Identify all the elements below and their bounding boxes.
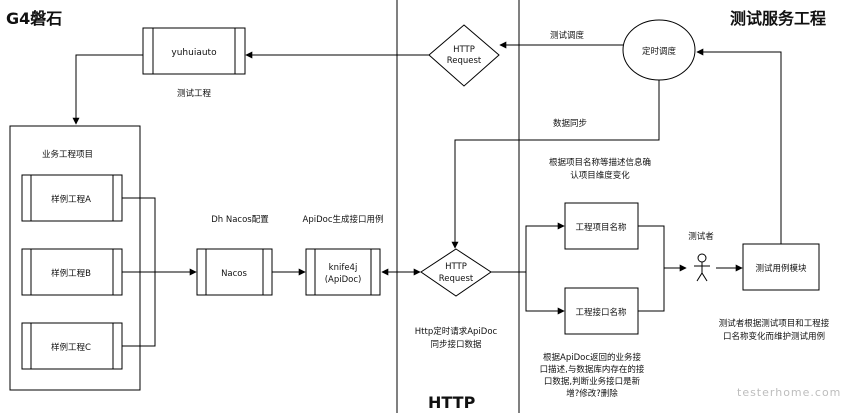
watermark: testerhome.com xyxy=(737,386,841,399)
connector-project-merge xyxy=(638,225,665,312)
connector-scheduler-http-mid xyxy=(451,80,660,249)
title-test-service: 测试服务工程 xyxy=(730,9,826,28)
http-request-mid-l1: HTTP xyxy=(445,262,467,272)
tester-label: 测试者 xyxy=(688,231,714,242)
http-timer-label-l1: Http定时请求ApiDoc xyxy=(415,326,498,337)
connector-branch-api xyxy=(525,272,565,315)
sample-c-label: 样例工程C xyxy=(51,342,91,353)
scheduler-label: 定时调度 xyxy=(642,46,677,57)
title-g4-panshi: G4磐石 xyxy=(6,9,62,28)
project-name-node: 工程项目名称 xyxy=(564,202,639,250)
sample-b-label: 样例工程B xyxy=(51,268,91,279)
tester-icon xyxy=(694,253,710,282)
tester-desc-l2: 口名称变化而维护测试用例 xyxy=(723,331,825,342)
desc-api-l3: 口数据,判断业务接口是新 xyxy=(544,376,641,387)
knife4j-node: knife4j (ApiDoc) xyxy=(305,248,381,296)
title-http: HTTP xyxy=(428,393,476,412)
business-project-group: 业务工程项目 样例工程A 样例工程B 样例工程C xyxy=(9,125,141,391)
desc-api-l4: 增?修改?删除 xyxy=(566,388,618,399)
http-request-top-l2: Request xyxy=(447,56,482,66)
sample-a-label: 样例工程A xyxy=(51,194,91,205)
http-request-mid-node: HTTP Request xyxy=(420,248,492,297)
desc-project-l2: 认项目维度变化 xyxy=(570,170,630,181)
http-timer-label-l2: 同步接口数据 xyxy=(430,339,482,350)
tester-desc-l1: 测试者根据测试项目和工程接 xyxy=(719,318,830,329)
nacos-config-label: Dh Nacos配置 xyxy=(211,215,269,225)
http-request-top-node: HTTP Request xyxy=(428,24,500,87)
desc-api-l2: 口描述,与数据库内存在的接 xyxy=(540,364,645,375)
test-schedule-label: 测试调度 xyxy=(550,30,585,41)
business-group-label: 业务工程项目 xyxy=(42,149,93,160)
sample-project-a: 样例工程A xyxy=(21,174,123,222)
knife4j-label-line1: knife4j xyxy=(329,263,358,273)
scheduler-node: 定时调度 xyxy=(622,19,696,81)
desc-project-l1: 根据项目名称等描述信息确 xyxy=(549,157,651,168)
http-request-top-l1: HTTP xyxy=(453,45,475,55)
http-request-mid-l2: Request xyxy=(439,274,474,284)
data-sync-label: 数据同步 xyxy=(553,118,587,129)
sample-project-c: 样例工程C xyxy=(21,322,123,370)
nacos-node: Nacos xyxy=(196,248,273,296)
testcase-module-label: 测试用例模块 xyxy=(755,263,807,274)
sample-project-b: 样例工程B xyxy=(21,248,123,296)
connector-yuhuiauto-business xyxy=(72,54,143,125)
connector-branch-project xyxy=(525,222,565,272)
knife4j-label-line2: (ApiDoc) xyxy=(325,275,362,285)
apidoc-gen-label: ApiDoc生成接口用例 xyxy=(303,214,384,225)
api-name-label: 工程接口名称 xyxy=(575,307,627,318)
yuhuiauto-node: yuhuiauto xyxy=(142,27,246,75)
test-project-caption: 测试工程 xyxy=(177,88,212,99)
testcase-module-node: 测试用例模块 xyxy=(742,243,820,291)
nacos-label: Nacos xyxy=(221,269,247,279)
connector-module-scheduler xyxy=(696,48,782,244)
yuhuiauto-label: yuhuiauto xyxy=(171,48,217,58)
project-name-label: 工程项目名称 xyxy=(575,222,627,233)
desc-api-l1: 根据ApiDoc返回的业务接 xyxy=(543,352,641,363)
api-name-node: 工程接口名称 xyxy=(564,287,639,335)
